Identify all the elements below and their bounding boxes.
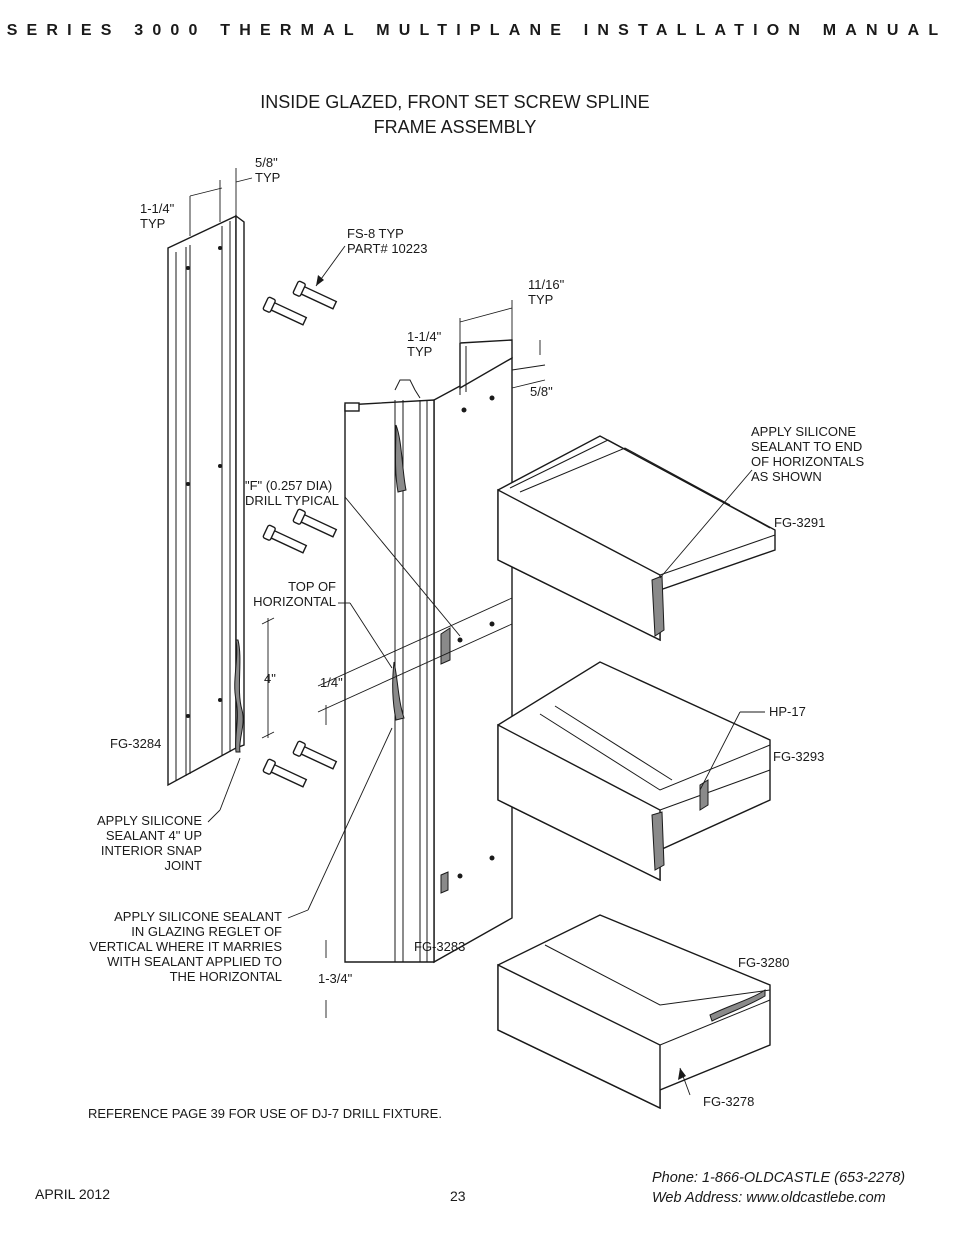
dim-4: 4" [264,671,276,686]
dim-5-8-typ: 5/8"TYP [255,155,281,185]
page-number: 23 [450,1188,466,1204]
hp17-label: HP-17 [769,704,806,719]
dim-1-3-4: 1-3/4" [318,971,353,986]
footer-web: Web Address: www.oldcastlebe.com [652,1190,886,1206]
drawing-title: INSIDE GLAZED, FRONT SET SCREW SPLINE FR… [180,90,730,140]
dim-1-4: 1/4" [320,675,343,690]
fg3278-label: FG-3278 [703,1094,755,1109]
fg3280-horizontal [497,914,771,1110]
fg3284-label: FG-3284 [110,736,162,751]
fg3280-label: FG-3280 [738,955,790,970]
manual-header: SERIES 3000 THERMAL MULTIPLANE INSTALLAT… [6,22,948,39]
footer-phone: Phone: 1-866-OLDCASTLE (653-2278) [652,1170,906,1186]
fg3291-horizontal [497,435,776,642]
footer-date: APRIL 2012 [35,1186,110,1202]
reference-note: REFERENCE PAGE 39 FOR USE OF DJ-7 DRILL … [88,1106,442,1121]
fg3283-vertical [344,339,513,964]
footer-contact: Phone: 1-866-OLDCASTLE (653-2278) Web Ad… [652,1168,905,1208]
dim-11-16-typ: 11/16"TYP [528,277,565,307]
fg3293-label: FG-3293 [773,749,825,764]
fg3283-label: FG-3283 [414,939,466,954]
fg3291-label: FG-3291 [774,515,826,530]
title-line-2: FRAME ASSEMBLY [373,117,537,137]
title-line-1: INSIDE GLAZED, FRONT SET SCREW SPLINE [260,92,650,112]
dim-5-8: 5/8" [530,384,553,399]
fs8-screws [262,280,338,788]
fg3293-horizontal [497,661,771,882]
dim-1-1-4-typ-left: 1-1/4"TYP [140,201,175,231]
fg3284-snap-piece [167,214,245,787]
drill-label: "F" (0.257 DIA)DRILL TYPICAL [245,478,339,508]
dim-1-1-4-typ-mid: 1-1/4"TYP [407,329,442,359]
